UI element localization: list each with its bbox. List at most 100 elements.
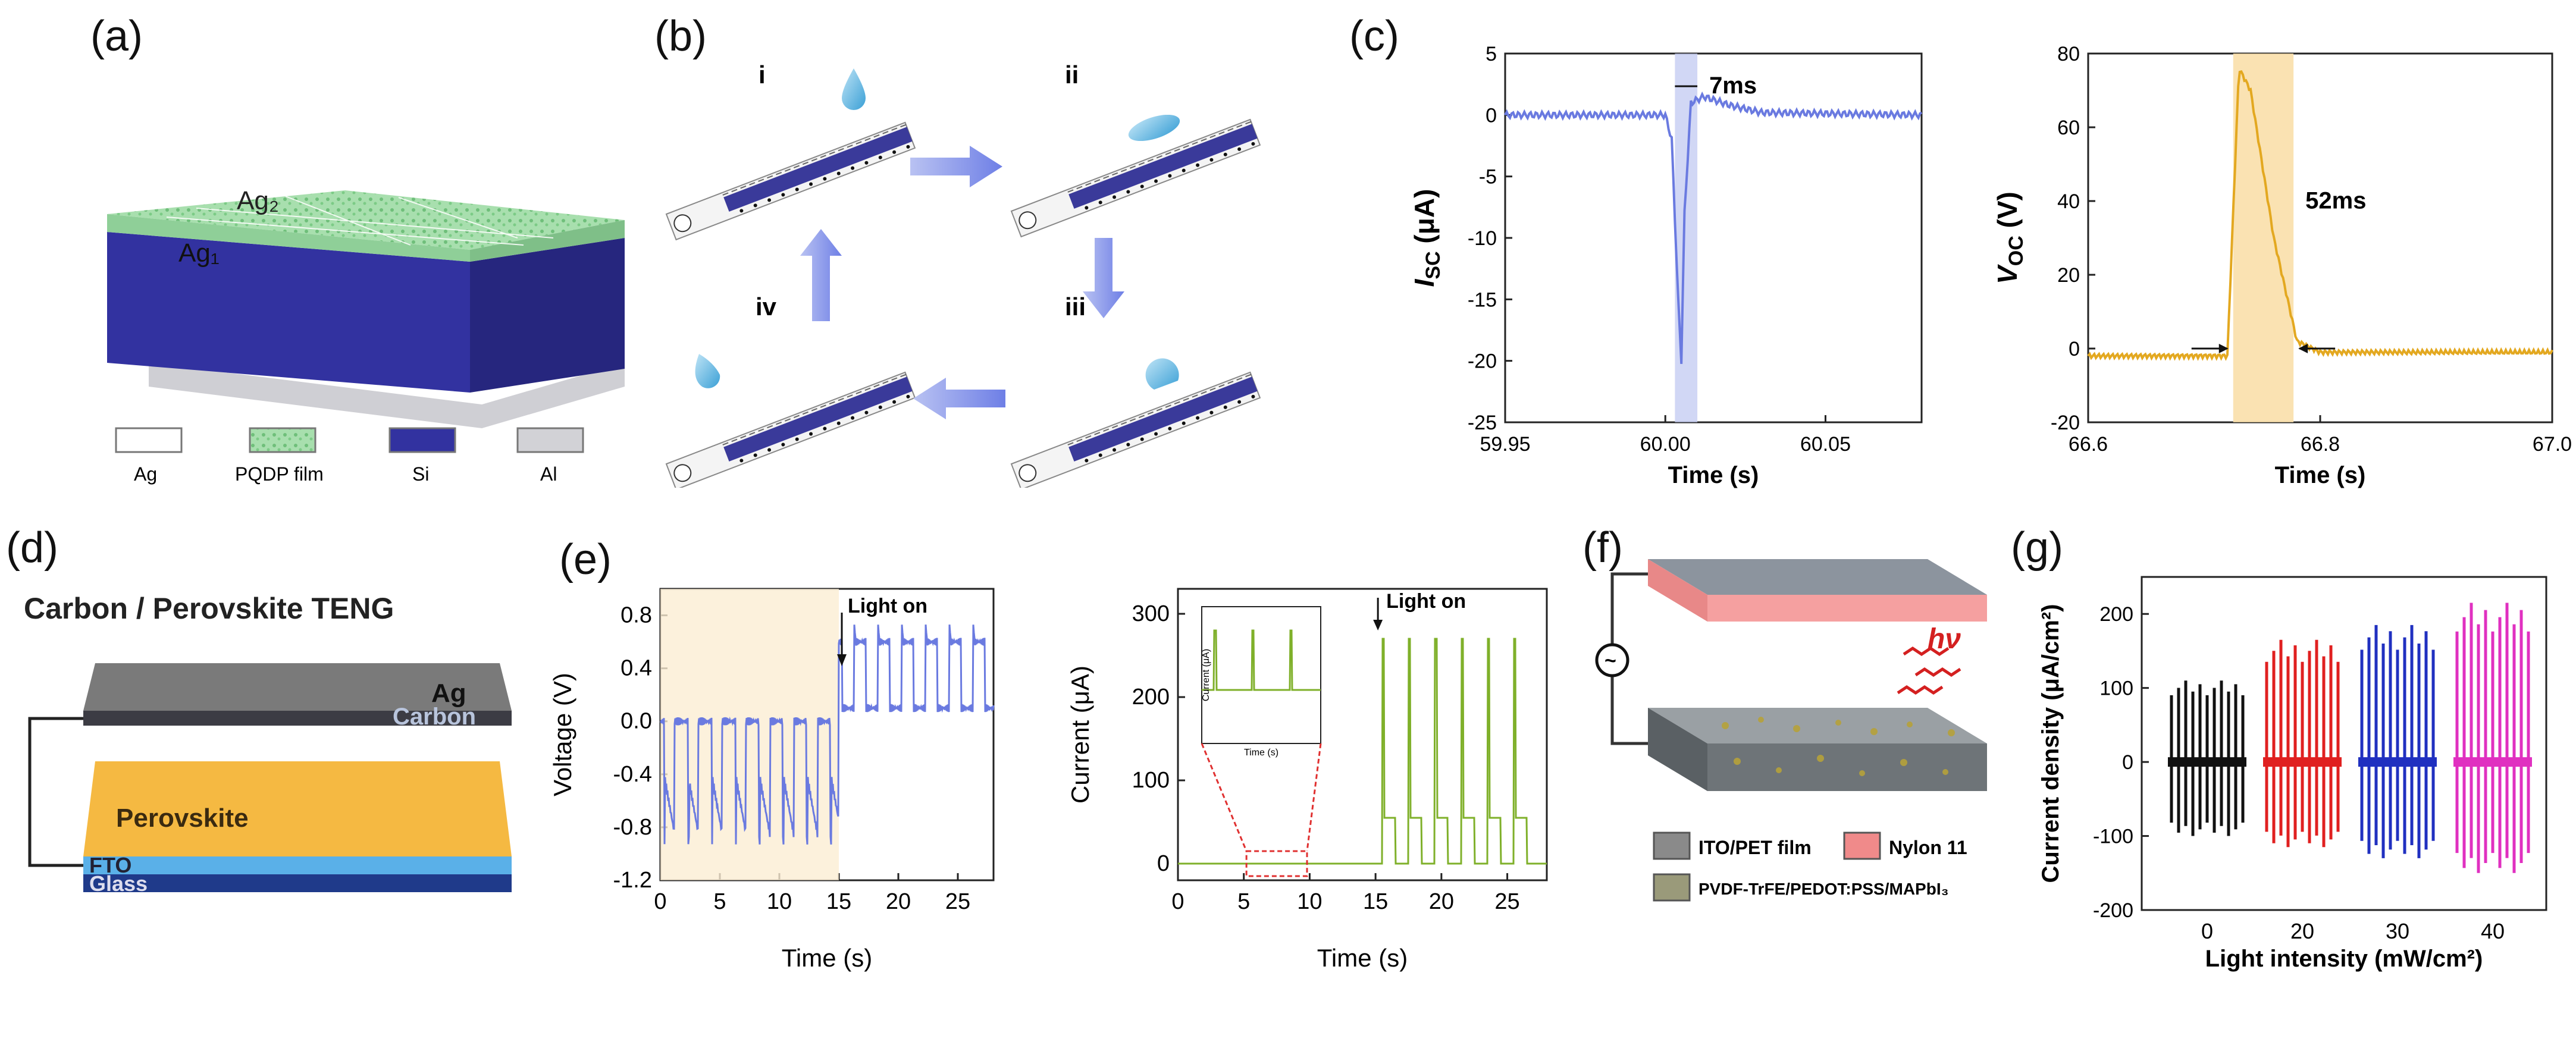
legend-pqdp: PQDP film — [235, 463, 324, 485]
y-tick-label: 0 — [1157, 851, 1170, 876]
layer-fto: FTO — [89, 853, 131, 877]
svg-text:~: ~ — [1604, 649, 1616, 672]
zoom-box — [1245, 850, 1308, 877]
arrowhead — [2218, 344, 2229, 353]
panel-label-g: (g) — [2011, 524, 2063, 572]
y-tick-label: 80 — [2057, 43, 2080, 65]
x-tick-label: 20 — [2290, 919, 2314, 943]
y-tick-label: -10 — [1468, 227, 1497, 250]
y-tick-label: 100 — [1132, 768, 1170, 793]
droplet-i — [842, 68, 866, 110]
zoom-line — [1306, 743, 1322, 852]
y-tick-label: 60 — [2057, 117, 2080, 139]
baseline-bar-30 — [2358, 757, 2437, 767]
arrow-iii-to-iv — [913, 378, 1005, 419]
inset-ylabel: Current (μA) — [1201, 649, 1211, 701]
voltage-series-line — [659, 624, 995, 845]
pqdp-film-front — [107, 214, 470, 262]
y-tick-label: 200 — [1132, 685, 1170, 710]
x-tick-label: 25 — [1494, 889, 1519, 914]
y-tick-label: -20 — [1468, 350, 1497, 373]
arrowhead — [2298, 344, 2308, 353]
e-left-ylabel: Voltage (V) — [549, 673, 576, 796]
annotation-52ms: 52ms — [2305, 187, 2366, 214]
light-wave-icon — [1897, 646, 1961, 695]
y-tick-label: 0 — [2122, 751, 2133, 774]
annotation-7ms: 7ms — [1709, 73, 1757, 99]
x-tick-label: 30 — [2386, 919, 2409, 943]
x-tick-label: 66.8 — [2301, 433, 2340, 456]
x-tick-label: 66.6 — [2069, 433, 2108, 456]
c-right-ylabel: VOC (V) — [1992, 192, 2027, 284]
c-right-xlabel: Time (s) — [2275, 462, 2366, 488]
current-series-line — [1178, 638, 1547, 865]
panel-f-schematic: ~ hν ITO/PET film Nylon 11 PVDF-TrFE/PED… — [1595, 559, 1987, 902]
y-tick-label: -20 — [2051, 412, 2080, 434]
panel-b-droplet-cycle: i ii iii iv — [666, 61, 1261, 488]
panel-d-title: Carbon / Perovskite TENG — [24, 592, 394, 625]
y-tick-label: -25 — [1468, 412, 1497, 434]
y-tick-label: 200 — [2099, 603, 2133, 626]
x-tick-label: 5 — [713, 889, 726, 914]
y-tick-label: 0 — [1486, 104, 1497, 127]
dark-period-band — [660, 589, 839, 880]
g-xlabel: Light intensity (mW/cm²) — [2205, 946, 2483, 972]
baseline-bar-40 — [2453, 757, 2532, 767]
y-tick-label: -0.4 — [613, 762, 652, 787]
arrow-iv-to-i — [800, 229, 842, 321]
device-iii — [1011, 371, 1261, 488]
arrowhead — [1373, 620, 1383, 630]
ag2-label: Ag₂ — [237, 186, 279, 215]
step-i-label: i — [759, 61, 766, 89]
x-tick-label: 40 — [2481, 919, 2505, 943]
highlight-band — [1675, 54, 1698, 422]
step-iii-label: iii — [1065, 293, 1086, 321]
inset-series-line — [1202, 629, 1321, 691]
layer-glass: Glass — [89, 871, 148, 896]
light-on-label: Light on — [1386, 590, 1466, 613]
y-tick-label: 40 — [2057, 190, 2080, 213]
voc-series-line — [2087, 70, 2553, 361]
e-right-xlabel: Time (s) — [1317, 944, 1408, 972]
legend-ito: ITO/PET film — [1698, 837, 1812, 858]
panel-label-c: (c) — [1349, 12, 1399, 60]
x-tick-label: 0 — [2201, 919, 2213, 943]
inset-xlabel: Time (s) — [1244, 748, 1278, 758]
y-tick-label: -5 — [1479, 166, 1497, 189]
x-tick-label: 60.05 — [1800, 433, 1851, 456]
legend-nylon: Nylon 11 — [1889, 837, 1967, 858]
y-tick-label: 20 — [2057, 264, 2080, 287]
light-on-label: Light on — [848, 595, 927, 617]
plot-frame — [2141, 576, 2547, 911]
isc-series-line — [1504, 91, 1923, 364]
x-tick-label: 5 — [1237, 889, 1250, 914]
x-tick-label: 67.0 — [2533, 433, 2572, 456]
x-tick-label: 60.00 — [1640, 433, 1691, 456]
y-tick-label: 0.0 — [621, 709, 652, 734]
x-tick-label: 15 — [1363, 889, 1388, 914]
pqdp-film-top — [107, 190, 625, 250]
panel-a-device-schematic: Ag₂ Ag₁ Ag PQDP film Si Al — [107, 186, 625, 485]
y-tick-label: -200 — [2093, 899, 2133, 922]
si-layer-front — [107, 232, 470, 393]
legend-pvdf: PVDF-TrFE/PEDOT:PSS/MAPbI₃ — [1698, 880, 1949, 898]
c-left-ylabel: ISC (μA) — [1409, 189, 1444, 287]
y-tick-label: 100 — [2099, 677, 2133, 700]
device-i — [666, 121, 916, 240]
c-left-xlabel: Time (s) — [1668, 462, 1759, 488]
layer-perovskite: Perovskite — [116, 804, 249, 833]
si-layer-side — [470, 238, 625, 393]
highlight-band — [2233, 54, 2294, 422]
layer-ag: Ag — [431, 679, 466, 708]
baseline-bar-20 — [2263, 757, 2342, 767]
teng-wire — [28, 717, 83, 867]
zoom-line — [1201, 743, 1248, 852]
x-tick-label: 59.95 — [1480, 433, 1530, 456]
plot-frame — [2087, 52, 2553, 423]
y-tick-label: 300 — [1132, 601, 1170, 626]
